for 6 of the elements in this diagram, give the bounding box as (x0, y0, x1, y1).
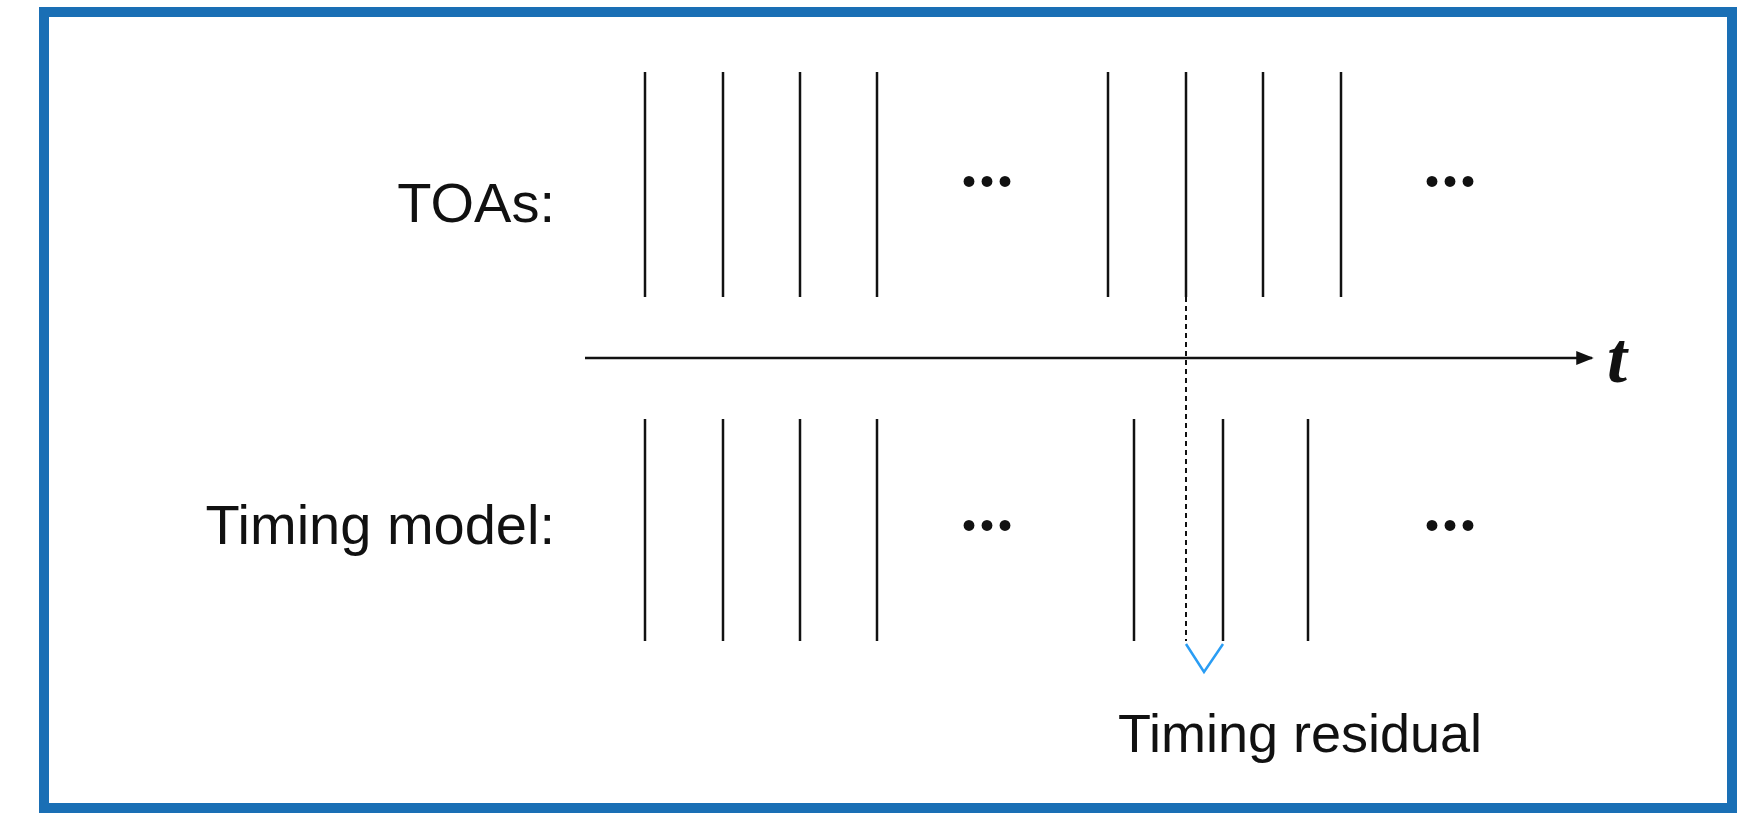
ellipsis: ••• (1425, 161, 1479, 201)
axis-label: t (1607, 322, 1627, 394)
ellipsis: ••• (962, 161, 1016, 201)
row-label: TOAs: (397, 175, 555, 231)
ellipsis: ••• (962, 505, 1016, 545)
ellipsis: ••• (1425, 505, 1479, 545)
